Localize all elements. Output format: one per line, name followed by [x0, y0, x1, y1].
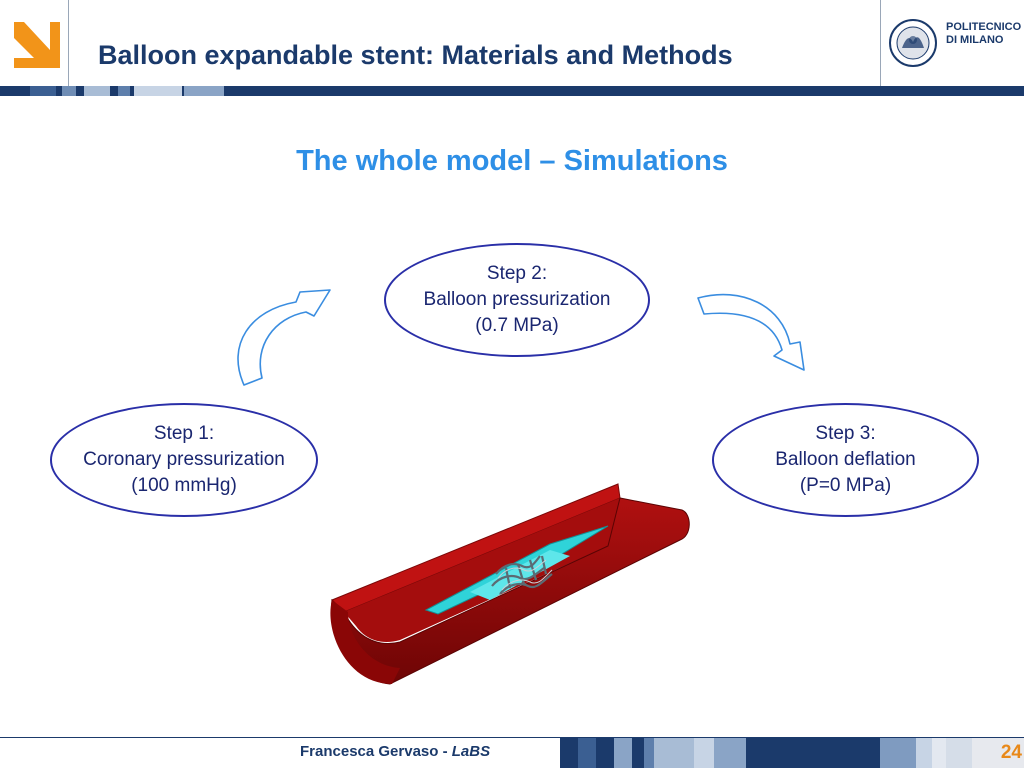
header-divider-right: [880, 0, 881, 86]
step-value: (100 mmHg): [131, 475, 237, 496]
university-seal-icon: [889, 19, 937, 67]
lab-name: LaBS: [451, 743, 491, 760]
author-name: Francesca Gervaso -: [300, 743, 452, 760]
slide-header: [0, 0, 1024, 86]
header-color-stripe: [0, 86, 1024, 96]
curved-arrow-icon: [697, 293, 805, 371]
step-value: (0.7 MPa): [475, 315, 559, 336]
stent-in-artery-3d-model: [330, 483, 690, 685]
page-number-box: [972, 738, 1024, 768]
footer-author: Francesca Gervaso - LaBS: [300, 743, 490, 760]
step-action: Balloon deflation: [775, 449, 916, 470]
header-divider: [68, 0, 69, 86]
step-3-ellipse: Step 3: Balloon deflation (P=0 MPa): [712, 403, 979, 517]
step-label: Step 3:: [815, 423, 876, 444]
step-2-ellipse: Step 2: Balloon pressurization (0.7 MPa): [384, 243, 650, 357]
arrow-down-right-icon: [14, 22, 60, 68]
slide-subtitle: The whole model – Simulations: [296, 145, 728, 177]
footer-color-stripe: [560, 738, 972, 768]
step-action: Balloon pressurization: [423, 289, 611, 310]
slide-title: Balloon expandable stent: Materials and …: [98, 40, 733, 70]
step-label: Step 1:: [153, 423, 215, 444]
page-number: 24: [1000, 742, 1022, 763]
university-name: POLITECNICO DI MILANO: [946, 21, 1022, 46]
step-1-ellipse: Step 1: Coronary pressurization (100 mmH…: [50, 403, 318, 517]
footer-divider: [0, 737, 1024, 738]
step-action: Coronary pressurization: [83, 449, 285, 470]
curved-arrow-icon: [237, 289, 331, 386]
step-label: Step 2:: [486, 263, 548, 284]
step-value: (P=0 MPa): [799, 475, 892, 496]
